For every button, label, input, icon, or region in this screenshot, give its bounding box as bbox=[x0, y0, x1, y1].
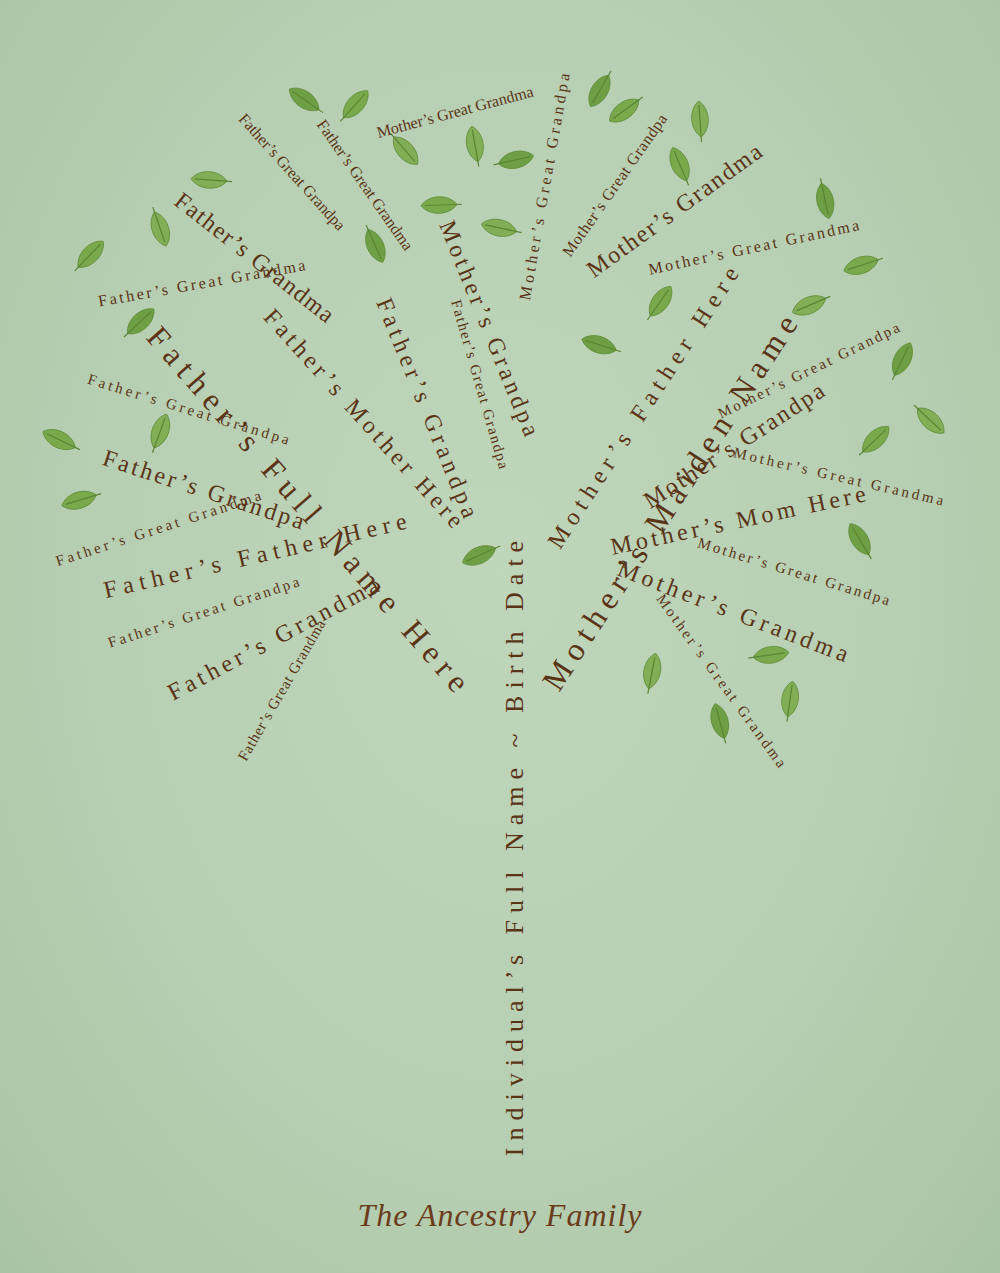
tree-label: Mother’s Great Grandma bbox=[647, 216, 863, 278]
leaf bbox=[421, 196, 463, 214]
leaf bbox=[190, 170, 232, 189]
leaf bbox=[779, 680, 801, 723]
leaf bbox=[69, 236, 109, 277]
leaf bbox=[605, 90, 648, 127]
leaf bbox=[59, 486, 103, 514]
leaf bbox=[853, 421, 894, 461]
leaf bbox=[39, 424, 83, 457]
tree-label: Individual’s Full Name ~ Birth Date bbox=[501, 534, 530, 1156]
poster-title: The Ancestry Family bbox=[357, 1196, 642, 1234]
leaf bbox=[480, 216, 524, 241]
leaf bbox=[841, 250, 885, 278]
leaf bbox=[334, 85, 374, 127]
leaf bbox=[464, 125, 487, 168]
leaf bbox=[583, 67, 618, 111]
leaf bbox=[747, 644, 790, 666]
leaf bbox=[707, 702, 734, 746]
leaf bbox=[285, 82, 328, 119]
leaf bbox=[641, 282, 678, 325]
leaf bbox=[145, 411, 175, 455]
leaf bbox=[812, 177, 837, 221]
leaf bbox=[843, 519, 878, 563]
tree-label: Mother’s Great Grandpa bbox=[516, 68, 574, 301]
leaf bbox=[145, 205, 174, 249]
tree-label: Father’s Great Grandma bbox=[313, 116, 416, 253]
leaf bbox=[640, 652, 664, 695]
leaf bbox=[690, 100, 709, 142]
leaf bbox=[492, 148, 536, 173]
leaf bbox=[908, 399, 949, 439]
tree-label: Mother’s Great Grandma bbox=[375, 83, 535, 142]
leaf bbox=[579, 331, 623, 359]
leaf bbox=[885, 339, 918, 383]
leaf bbox=[459, 539, 503, 571]
